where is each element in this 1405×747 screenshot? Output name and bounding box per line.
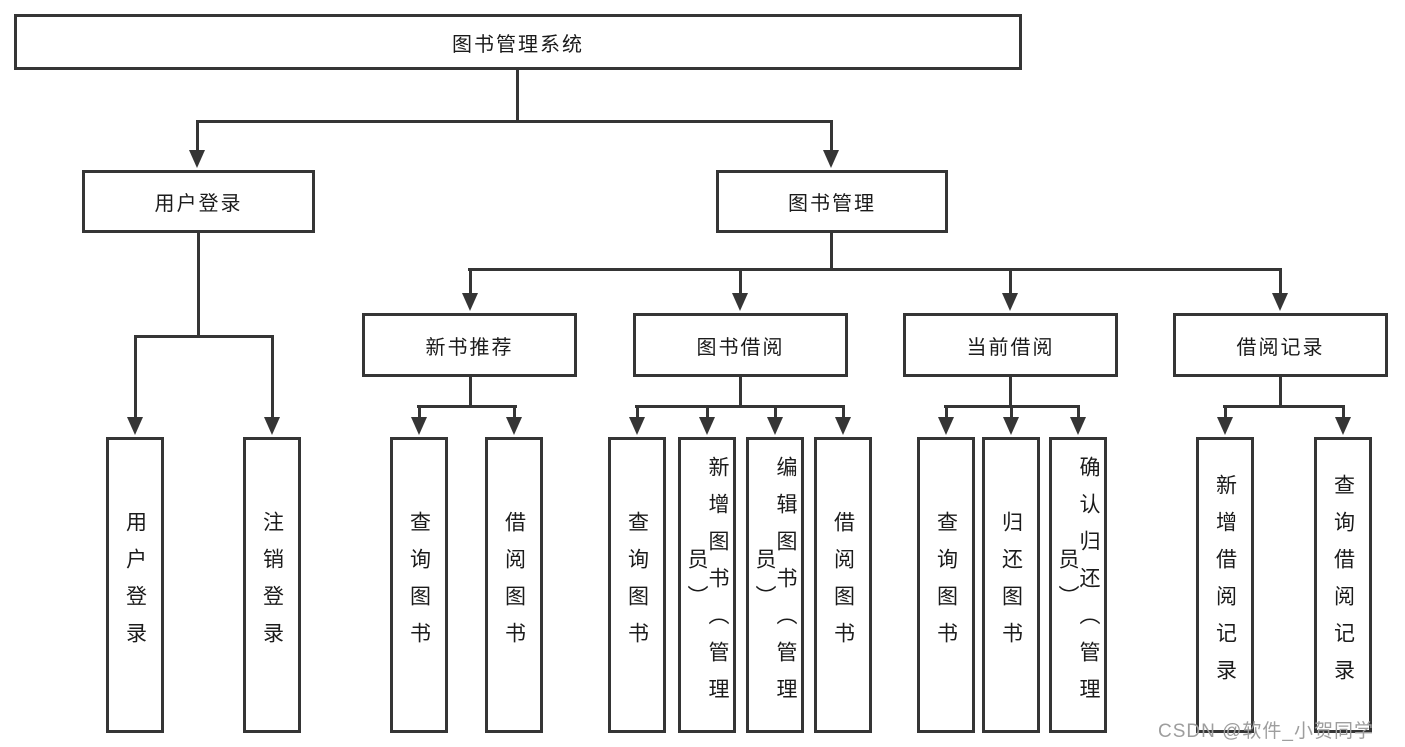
arrow-down-icon <box>1272 293 1288 311</box>
arrow-down-icon <box>264 417 280 435</box>
connector-drop <box>774 405 777 419</box>
arrow-down-icon <box>411 417 427 435</box>
arrow-down-icon <box>1002 293 1018 311</box>
connector-drop <box>706 405 709 419</box>
connector-leaf-bar <box>1223 405 1345 408</box>
connector-leaf-bar <box>417 405 517 408</box>
arrow-down-icon <box>938 417 954 435</box>
arrow-down-icon <box>189 150 205 168</box>
leaf-user-login: 用户登录 <box>106 437 164 733</box>
arrow-down-icon <box>823 150 839 168</box>
arrow-down-icon <box>462 293 478 311</box>
connector-drop <box>830 120 833 153</box>
connector-drop <box>1077 405 1080 419</box>
connector-stem <box>1009 377 1012 408</box>
connector-drop <box>636 405 639 419</box>
arrow-down-icon <box>1070 417 1086 435</box>
connector-drop <box>271 335 274 419</box>
node-library-system: 图书管理系统 <box>14 14 1022 70</box>
connector-user-bar <box>134 335 274 338</box>
connector-user-stem <box>197 233 200 337</box>
arrow-down-icon <box>699 417 715 435</box>
connector-drop <box>1009 268 1012 295</box>
arrow-down-icon <box>506 417 522 435</box>
connector-level3-bar <box>468 268 1282 271</box>
leaf-add-books-admin: 新增图书（管理员） <box>678 437 736 733</box>
connector-drop <box>196 120 199 153</box>
connector-drop <box>945 405 948 419</box>
connector-drop <box>469 268 472 295</box>
leaf-edit-books-admin: 编辑图书（管理员） <box>746 437 804 733</box>
node-borrow-records: 借阅记录 <box>1173 313 1388 377</box>
connector-level2-bar <box>196 120 833 123</box>
connector-drop <box>513 405 516 419</box>
leaf-query-books-current: 查询图书 <box>917 437 975 733</box>
connector-drop <box>739 268 742 295</box>
arrow-down-icon <box>767 417 783 435</box>
leaf-query-borrow-record: 查询借阅记录 <box>1314 437 1372 733</box>
connector-mgmt-stem <box>830 233 833 270</box>
arrow-down-icon <box>732 293 748 311</box>
connector-drop <box>134 335 137 419</box>
leaf-confirm-return-admin: 确认归还（管理员） <box>1049 437 1107 733</box>
connector-drop <box>1224 405 1227 419</box>
node-book-management: 图书管理 <box>716 170 948 233</box>
connector-stem <box>1279 377 1282 408</box>
connector-drop <box>1279 268 1282 295</box>
leaf-borrow-books: 借阅图书 <box>814 437 872 733</box>
connector-drop <box>418 405 421 419</box>
node-user-login: 用户登录 <box>82 170 315 233</box>
csdn-watermark: CSDN @软件_小贺同学 <box>1158 721 1374 742</box>
arrow-down-icon <box>629 417 645 435</box>
connector-drop <box>1010 405 1013 419</box>
leaf-logout: 注销登录 <box>243 437 301 733</box>
arrow-down-icon <box>127 417 143 435</box>
node-book-borrowing: 图书借阅 <box>633 313 848 377</box>
arrow-down-icon <box>1217 417 1233 435</box>
arrow-down-icon <box>1335 417 1351 435</box>
leaf-query-books-borrowing: 查询图书 <box>608 437 666 733</box>
leaf-add-borrow-record: 新增借阅记录 <box>1196 437 1254 733</box>
connector-drop <box>842 405 845 419</box>
node-current-borrowing: 当前借阅 <box>903 313 1118 377</box>
connector-drop <box>1342 405 1345 419</box>
connector-root-stem <box>516 70 519 122</box>
leaf-borrow-books-recommend: 借阅图书 <box>485 437 543 733</box>
connector-leaf-bar <box>635 405 845 408</box>
connector-stem <box>739 377 742 408</box>
connector-stem <box>469 377 472 408</box>
leaf-query-books-recommend: 查询图书 <box>390 437 448 733</box>
node-new-book-recommend: 新书推荐 <box>362 313 577 377</box>
arrow-down-icon <box>835 417 851 435</box>
arrow-down-icon <box>1003 417 1019 435</box>
leaf-return-books: 归还图书 <box>982 437 1040 733</box>
